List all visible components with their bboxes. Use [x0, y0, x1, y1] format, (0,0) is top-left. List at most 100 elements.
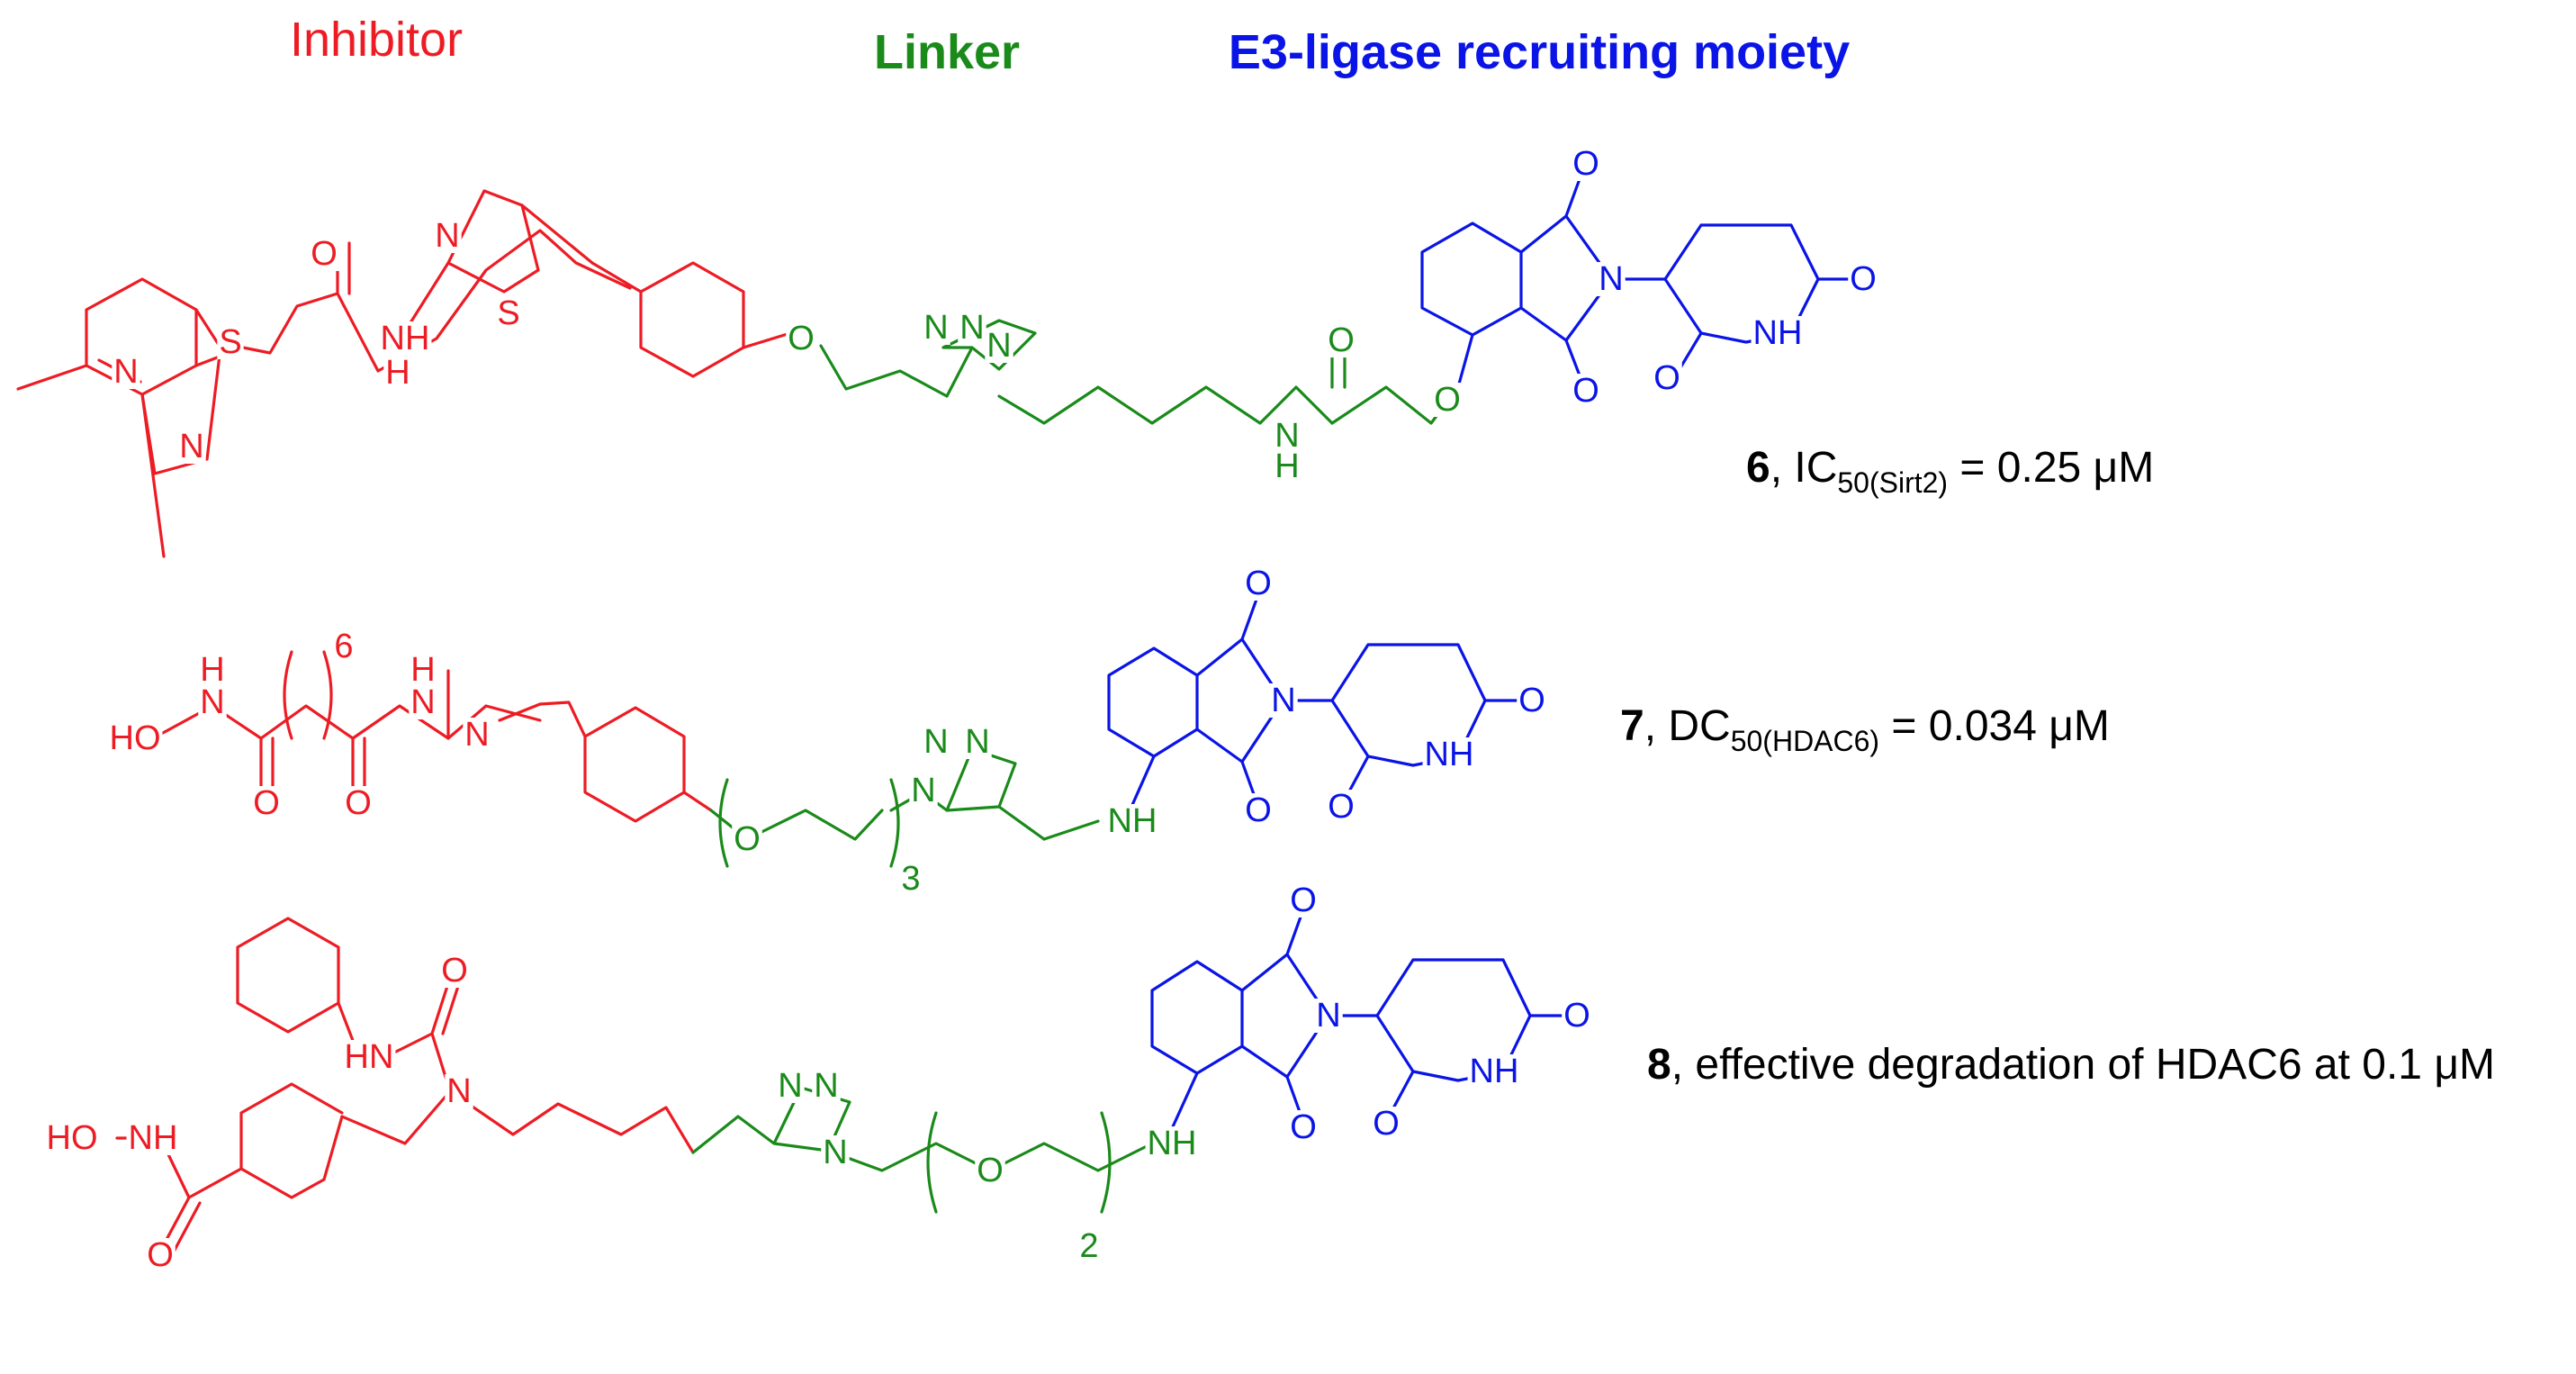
atom-label-background — [198, 685, 227, 720]
atom-label-background — [1288, 883, 1319, 918]
atom-label-background — [1422, 737, 1476, 773]
atom-o: O — [1245, 791, 1272, 829]
atom-n: N — [179, 428, 203, 466]
atom-nh: NH — [1753, 314, 1803, 352]
repeat-count-2: 2 — [1079, 1227, 1098, 1265]
atom-label-background — [1326, 323, 1356, 358]
atom-label-background — [1243, 793, 1274, 828]
atom-n: N — [1274, 417, 1299, 455]
atom-o: O — [147, 1236, 174, 1274]
compound-6-caption: 6, IC50(Sirt2) = 0.25 μM — [1746, 444, 2154, 499]
atom-o: O — [1563, 997, 1590, 1035]
atom-label-background — [126, 1121, 180, 1156]
atom-nh: NH — [381, 320, 430, 357]
header-inhibitor: Inhibitor — [290, 13, 463, 67]
compound-8-structure: HN O N HO NH O N N N O 2 NH O N O O NH O — [44, 881, 1592, 1274]
atom-label-background — [732, 822, 762, 857]
atom-label-background — [177, 429, 206, 465]
atom-ho: HO — [110, 719, 161, 757]
atom-o: O — [1328, 788, 1355, 826]
atom-n: N — [923, 309, 948, 347]
atom-o: O — [734, 820, 761, 858]
atom-s: S — [497, 294, 519, 332]
compound-7-caption: 7, DC50(HDAC6) = 0.034 μM — [1620, 702, 2110, 757]
atom-o: O — [1373, 1105, 1400, 1143]
atom-label-background — [958, 311, 986, 346]
atom-label-background — [922, 725, 950, 760]
atom-o: O — [1850, 260, 1877, 298]
atom-label-background — [1597, 262, 1626, 297]
atom-n: N — [464, 716, 489, 754]
atom-label-background — [1467, 1054, 1521, 1089]
atom-o: O — [311, 235, 338, 273]
atom-label-background — [1273, 449, 1302, 484]
atom-label-background — [495, 296, 522, 331]
atom-label-background — [145, 1238, 176, 1273]
atom-label-background — [107, 721, 163, 756]
atom-ho: HO — [47, 1119, 98, 1157]
compound-7-e3-ligand — [1107, 592, 1523, 823]
atom-o: O — [1572, 145, 1599, 183]
atom-n: N — [410, 683, 435, 721]
header-linker: Linker — [874, 25, 1020, 79]
atom-label-background — [922, 311, 950, 346]
compound-8-caption: 8, effective degradation of HDAC6 at 0.1… — [1647, 1041, 2495, 1089]
compound-8-inhibitor — [115, 917, 695, 1255]
atom-n: N — [435, 217, 459, 255]
atom-label-background — [909, 773, 938, 809]
atom-o: O — [788, 320, 815, 357]
atom-nh: NH — [1470, 1053, 1519, 1090]
compound-7-linker — [709, 747, 1100, 868]
atom-n: N — [986, 327, 1011, 365]
atom-o: O — [1290, 1108, 1317, 1146]
atom-label-background — [1269, 683, 1298, 719]
atom-label-background — [975, 1153, 1005, 1189]
atom-label-background — [463, 718, 491, 753]
atom-nh: NH — [129, 1119, 178, 1157]
atom-label-background — [198, 653, 227, 688]
atom-n: N — [965, 723, 989, 761]
atom-n: N — [446, 1072, 471, 1110]
atom-h: H — [410, 651, 435, 689]
compound-8-e3-ligand — [1150, 908, 1568, 1134]
atom-label-background — [1288, 1110, 1319, 1145]
atom-label-background — [1273, 419, 1302, 454]
atom-label-background — [343, 786, 374, 821]
atom-o: O — [977, 1152, 1004, 1189]
atom-nh: NH — [1148, 1125, 1197, 1162]
atom-label-background — [439, 954, 470, 989]
atom-label-background — [1145, 1126, 1199, 1162]
atom-o: O — [1290, 881, 1317, 919]
atom-label-background — [1243, 566, 1274, 601]
atom-label-background — [332, 629, 356, 664]
atom-label-background — [409, 653, 437, 688]
atom-label-background — [812, 1069, 841, 1104]
header-e3-ligase-moiety: E3-ligase recruiting moiety — [1229, 25, 1850, 79]
atom-o: O — [1328, 321, 1355, 359]
atom-hn: HN — [345, 1038, 394, 1076]
atom-s: S — [219, 323, 241, 361]
atom-o: O — [1653, 359, 1680, 397]
atom-label-background — [1105, 804, 1159, 839]
atom-label-background — [1751, 316, 1805, 351]
atom-label-background — [821, 1135, 850, 1171]
atom-n: N — [1599, 260, 1623, 298]
compound-6-structure: N N S O NH H N S O N N N N H O O O N O O… — [16, 145, 1878, 558]
atom-o: O — [1245, 565, 1272, 602]
atom-o: O — [441, 952, 468, 990]
compound-6-e3-ligand — [1420, 165, 1856, 389]
atom-label-background — [776, 1069, 805, 1104]
atom-n: N — [1316, 997, 1340, 1035]
atom-label-background — [409, 685, 437, 720]
atom-n: N — [113, 353, 138, 391]
atom-o: O — [253, 784, 280, 822]
atom-n: N — [1271, 682, 1295, 719]
atom-label-background — [433, 219, 462, 254]
atom-n: N — [200, 683, 224, 721]
atom-n: N — [823, 1134, 847, 1171]
atom-label-background — [217, 325, 244, 360]
atom-label-background — [445, 1074, 473, 1109]
atom-n: N — [923, 723, 948, 761]
compound-6-linker — [819, 319, 1460, 425]
